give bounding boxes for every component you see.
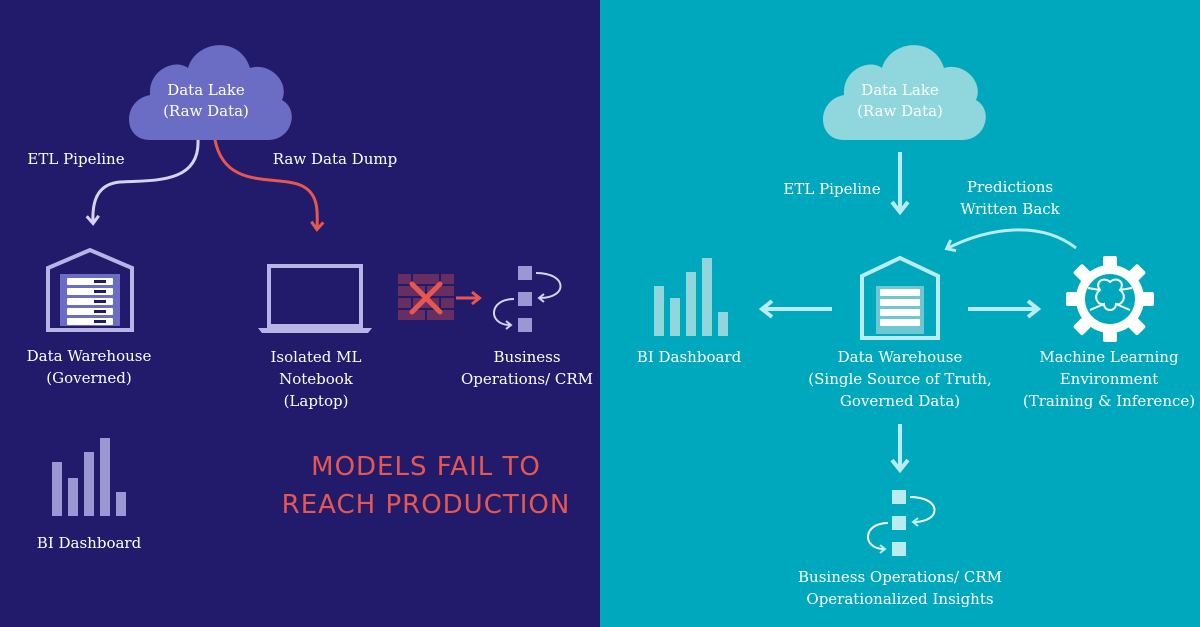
left-diagram-art: [46, 45, 562, 516]
right-diagram-art: [654, 45, 1154, 556]
warehouse-icon: [46, 247, 134, 332]
predictions-label: Predictions Written Back: [960, 178, 1060, 218]
right-business-label: Business Operations/ CRM Operationalized…: [798, 568, 1002, 608]
left-warehouse-label: Data Warehouse (Governed): [26, 347, 152, 387]
etl-pipeline-arrow: [85, 139, 200, 226]
integrated-architecture-panel: Data Lake (Raw Data) ETL Pipeline Predic…: [600, 0, 1200, 627]
workflow-icon: [867, 490, 936, 556]
workflow-icon: [493, 266, 562, 332]
left-bi-label: BI Dashboard: [36, 534, 142, 552]
cloud-icon: [823, 45, 986, 140]
siloed-architecture-panel: Data Lake (Raw Data) ETL Pipeline Raw Da…: [0, 0, 600, 627]
warehouse-icon: [860, 255, 940, 340]
laptop-icon: [258, 264, 372, 333]
predictions-arrow: [944, 228, 1077, 253]
failure-message: MODELS FAIL TO REACH PRODUCTION: [281, 452, 571, 520]
cloud-icon: [129, 45, 292, 140]
blocked-x-icon: [409, 281, 443, 315]
left-etl-label: ETL Pipeline: [27, 150, 125, 168]
right-bi-label: BI Dashboard: [636, 348, 742, 366]
left-notebook-label: Isolated ML Notebook (Laptop): [270, 348, 362, 410]
ml-environment-label: Machine Learning Environment (Training &…: [1022, 348, 1196, 410]
raw-data-dump-arrow: [213, 139, 325, 232]
left-business-label: Business Operations/ CRM: [460, 348, 594, 388]
left-raw-dump-label: Raw Data Dump: [272, 150, 398, 168]
left-cloud-label: Data Lake (Raw Data): [163, 81, 249, 120]
ml-gear-icon: [1066, 256, 1154, 342]
right-etl-label: ETL Pipeline: [783, 180, 881, 198]
right-warehouse-label: Data Warehouse (Single Source of Truth, …: [808, 348, 992, 410]
firewall-icon: [398, 274, 454, 320]
bar-chart-icon: [654, 258, 728, 336]
bar-chart-icon: [52, 438, 126, 516]
right-cloud-label: Data Lake (Raw Data): [857, 81, 943, 120]
